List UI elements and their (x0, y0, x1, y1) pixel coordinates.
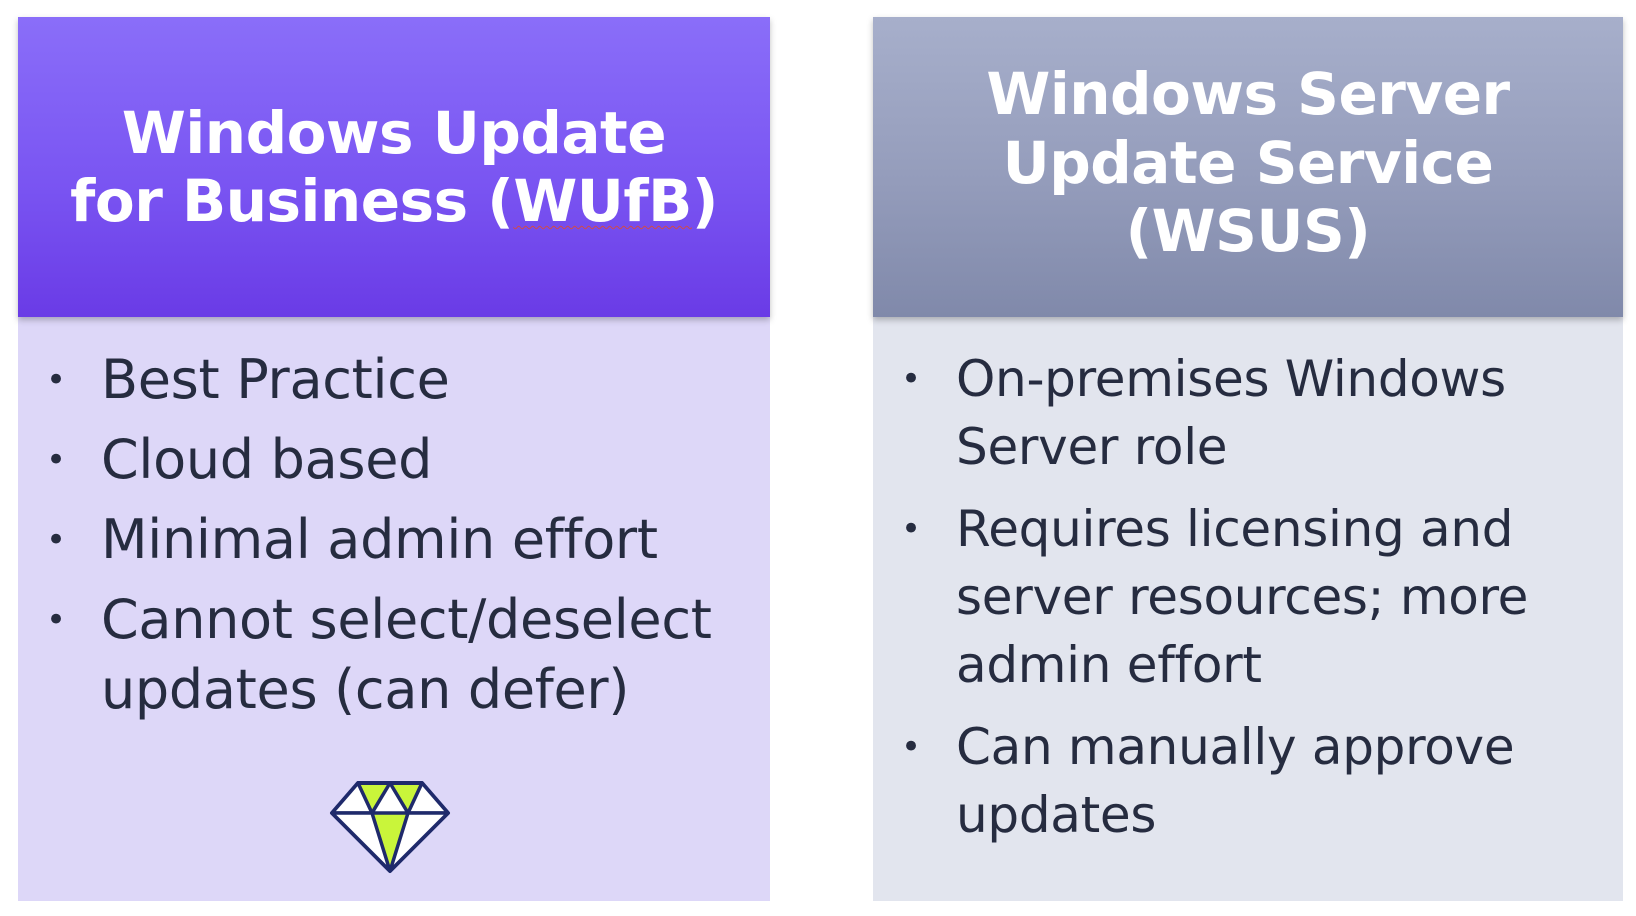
wsus-body: •On-premises Windows Server role •Requir… (873, 317, 1623, 901)
list-item: •On-premises Windows Server role (901, 350, 1506, 476)
list-item: •Can manually approve updates (901, 718, 1515, 844)
wsus-title-line2: Update Service (1002, 128, 1494, 197)
list-item: •Cloud based (46, 428, 433, 491)
wsus-panel: Windows Server Update Service (WSUS) •On… (873, 17, 1623, 901)
list-item: •Requires licensing and server resources… (901, 500, 1529, 694)
wufb-header: Windows Update for Business (WUfB) (18, 17, 770, 317)
list-item: •Minimal admin effort (46, 508, 658, 571)
wsus-header: Windows Server Update Service (WSUS) (873, 17, 1623, 317)
diamond-icon (330, 781, 450, 873)
wufb-body: •Best Practice •Cloud based •Minimal adm… (18, 317, 770, 901)
wufb-panel: Windows Update for Business (WUfB) •Best… (18, 17, 770, 901)
wsus-title-line1: Windows Server (986, 60, 1510, 129)
wufb-title-line2: for Business (WUfB) (70, 167, 718, 235)
wsus-bullet-list: •On-premises Windows Server role •Requir… (873, 345, 1623, 849)
wufb-title-line1: Windows Update (121, 98, 667, 167)
list-item: •Best Practice (46, 348, 450, 411)
spellcheck-flagged-word: WUfB (513, 167, 692, 235)
wufb-bullet-list: •Best Practice •Cloud based •Minimal adm… (18, 345, 770, 725)
wsus-title-line3: (WSUS) (1125, 197, 1371, 266)
list-item: •Cannot select/deselect updates (can def… (46, 588, 712, 721)
